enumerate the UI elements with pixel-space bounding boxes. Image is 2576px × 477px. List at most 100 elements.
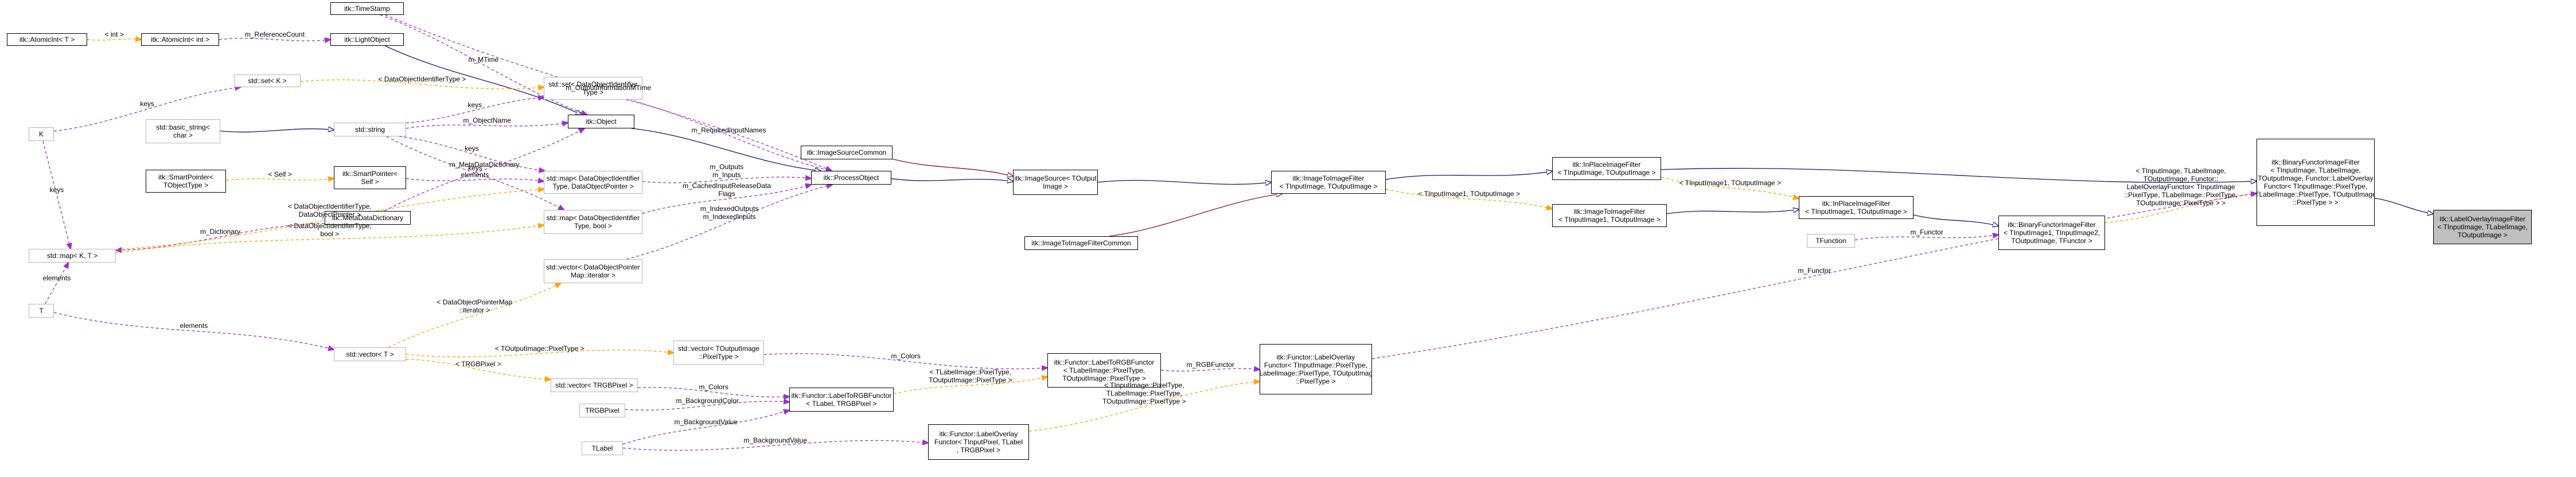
edge-label-line: bool >: [320, 229, 340, 238]
node-binary-functor[interactable]: itk::BinaryFunctorImageFilter< TInputIma…: [1998, 216, 2105, 250]
edge-atomic-int-int-to-light-object: [219, 38, 330, 41]
edge-label-line: m_RGBFunctor: [1186, 360, 1234, 369]
edge-label: < DataObjectIdentifierType >: [379, 75, 466, 83]
edge-label-line: elements: [461, 170, 489, 179]
node-atomic-int-t[interactable]: itk::AtomicInt< T >: [7, 33, 87, 46]
edge-label: m_Functor: [1798, 267, 1831, 275]
edge-map-doibool-to-process-object: [642, 185, 811, 214]
edge-label-line: m_ReferenceCount: [245, 30, 305, 38]
edge-label-line: keys: [140, 100, 154, 108]
node-label-line: itk::InPlaceImageFilter: [1572, 161, 1641, 169]
edge-label: m_MetaDataDictionary: [450, 161, 520, 169]
node-meta-data-dictionary[interactable]: itk::MetaDataDictionary: [325, 211, 411, 225]
edge-image-to-image-filter-a-to-in-place-a: [1385, 171, 1552, 180]
node-time-stamp[interactable]: itk::TimeStamp: [330, 2, 404, 15]
edge-label: < TInputImage::PixelType,TLabelImage::Pi…: [1102, 381, 1186, 405]
node-image-to-image-filter-common[interactable]: itk::ImageToImageFilterCommon: [1024, 236, 1138, 250]
node-image-source-common[interactable]: itk::ImageSourceCommon: [801, 146, 893, 159]
edge-label: keys: [50, 186, 64, 194]
edge-label-line: m_CachedInputReleaseData: [683, 182, 771, 190]
edge-label-overlay-functor-a-to-binary-functor-label: [1371, 193, 2257, 359]
node-map-kt: std::map< K, T >: [29, 249, 116, 263]
node-label-line: TOutputImage, Functor::LabelOverlay: [2258, 174, 2374, 182]
node-image-to-image-filter-a[interactable]: itk::ImageToImageFilter< TInputImage, TO…: [1271, 171, 1386, 194]
edge-k-to-set-k: [53, 87, 240, 132]
node-label-line: itk::ImageToImageFilter: [1573, 208, 1646, 216]
edge-label-line: ::iterator >: [459, 306, 490, 314]
node-label-line: std::vector< T >: [346, 350, 394, 358]
node-in-place-a[interactable]: itk::InPlaceImageFilter< TInputImage, TO…: [1552, 157, 1661, 180]
edge-label: m_Colors: [699, 383, 728, 391]
edge-label-line: TOutputImage::PixelType >: [929, 376, 1012, 384]
node-label-line: K: [38, 130, 44, 138]
edge-basic-string-to-std-string: [220, 129, 334, 132]
edge-label-line: keys: [465, 144, 479, 153]
node-label-line: std::set< K >: [248, 77, 287, 85]
edge-label: < TLabelImage::PixelType,TOutputImage::P…: [929, 368, 1012, 384]
edge-label-line: < TLabelImage::PixelType,: [929, 367, 1011, 376]
edge-label: m_MTime: [468, 56, 498, 64]
edge-t-to-vector-t: [53, 312, 334, 350]
node-label-line: TLabel: [591, 444, 613, 452]
edge-label-line: LabelOverlayFunctor< TInputImage: [2126, 182, 2235, 191]
node-label-to-rgbfunctor-a[interactable]: itk::Functor::LabelToRGBFunctor< TLabelI…: [1047, 353, 1161, 388]
edge-label-overlay-functor-b-to-label-overlay-functor-a: [1028, 381, 1260, 432]
edge-label-line: ::PixelType, TLabelImage::PixelType,: [2124, 190, 2238, 199]
edge-image-to-image-filter-a-to-image-to-image-filter-b: [1385, 189, 1552, 209]
edge-label: keys: [465, 144, 479, 153]
node-label-line: TOutputImage >: [2457, 231, 2508, 239]
node-label-line: < TInputImage, TOutputImage >: [1557, 169, 1656, 177]
edge-label-line: m_Outputs: [710, 162, 744, 171]
node-label-line: TObjectType >: [163, 181, 209, 189]
edge-label: < TInputImage1, TOutputImage >: [1679, 179, 1781, 187]
node-label-line: itk::Functor::LabelOverlay: [939, 430, 1018, 438]
node-label-to-rgbfunctor-b[interactable]: itk::Functor::LabelToRGBFunctor< TLabel,…: [789, 388, 894, 412]
edge-image-source-to-image-to-image-filter-a: [1097, 181, 1271, 185]
node-image-to-image-filter-b[interactable]: itk::ImageToImageFilter< TInputImage1, T…: [1552, 204, 1667, 227]
node-atomic-int-int[interactable]: itk::AtomicInt< int >: [141, 33, 219, 46]
node-binary-functor-label[interactable]: itk::BinaryFunctorImageFilter< TInputIma…: [2257, 139, 2375, 226]
node-label-line: Type >: [582, 88, 604, 96]
edge-label: < TInputImage, TLabelImage,TOutputImage,…: [2125, 167, 2238, 207]
node-label-line: < TInputImage, TOutputImage >: [1279, 182, 1378, 190]
edge-label: elements: [43, 274, 71, 282]
edge-vector-tout-to-label-to-rgbfunctor-a: [763, 353, 1047, 369]
edge-label-line: keys: [468, 164, 482, 172]
edge-label: m_BackgroundColor: [676, 397, 739, 405]
node-object[interactable]: itk::Object: [568, 115, 634, 128]
node-label-line: TOutputImage, TFunctor >: [2011, 237, 2092, 245]
edge-label-line: < DataObjectIdentifierType,: [288, 221, 372, 230]
node-smart-ptr-self[interactable]: itk::SmartPointer<Self >: [334, 166, 406, 189]
edge-label-line: < Self >: [268, 170, 292, 178]
node-label-line: itk::SmartPointer<: [342, 170, 397, 178]
node-light-object[interactable]: itk::LightObject: [330, 33, 404, 46]
edge-label: m_ObjectName: [463, 116, 511, 124]
edge-object-to-process-object: [632, 128, 820, 171]
edge-label-line: < DataObjectPointerMap: [437, 298, 513, 306]
node-process-object[interactable]: itk::ProcessObject: [811, 171, 891, 185]
edge-smart-ptr-self-to-map-doiptr: [406, 178, 544, 181]
node-label-line: itk::TimeStamp: [344, 5, 390, 13]
edge-std-string-to-set-doi: [406, 97, 544, 123]
node-label-line: Type, DataObjectPointer >: [552, 182, 634, 190]
node-label-line: ::PixelType >: [699, 353, 739, 361]
node-t: T: [29, 304, 54, 318]
node-smart-ptr-tobj[interactable]: itk::SmartPointer<TObjectType >: [146, 170, 226, 193]
node-label-line: itk::ImageToImageFilter: [1292, 174, 1365, 182]
node-label-line: TLabelImage::PixelType, TOutputImage: [1260, 369, 1372, 377]
node-label-line: itk::ImageToImageFilterCommon: [1031, 239, 1131, 247]
node-label-line: , TRGBPixel >: [956, 446, 1001, 454]
node-set-k: std::set< K >: [234, 75, 301, 87]
node-in-place-b[interactable]: itk::InPlaceImageFilter< TInputImage1, T…: [1799, 196, 1914, 219]
edge-label-line: m_Functor: [1798, 267, 1831, 275]
edge-label-line: m_Colors: [699, 383, 728, 392]
node-label-line: < TInputImage, TLabelImage,: [2437, 223, 2528, 231]
edge-label-line: < TInputImage1, TOutputImage >: [1418, 190, 1520, 198]
edge-label-line: m_IndexedInputs: [703, 213, 756, 221]
edge-std-string-to-map-doiptr: [399, 136, 545, 171]
node-label-line: TLabelImage::PixelType, TOutputImage: [2257, 190, 2375, 198]
